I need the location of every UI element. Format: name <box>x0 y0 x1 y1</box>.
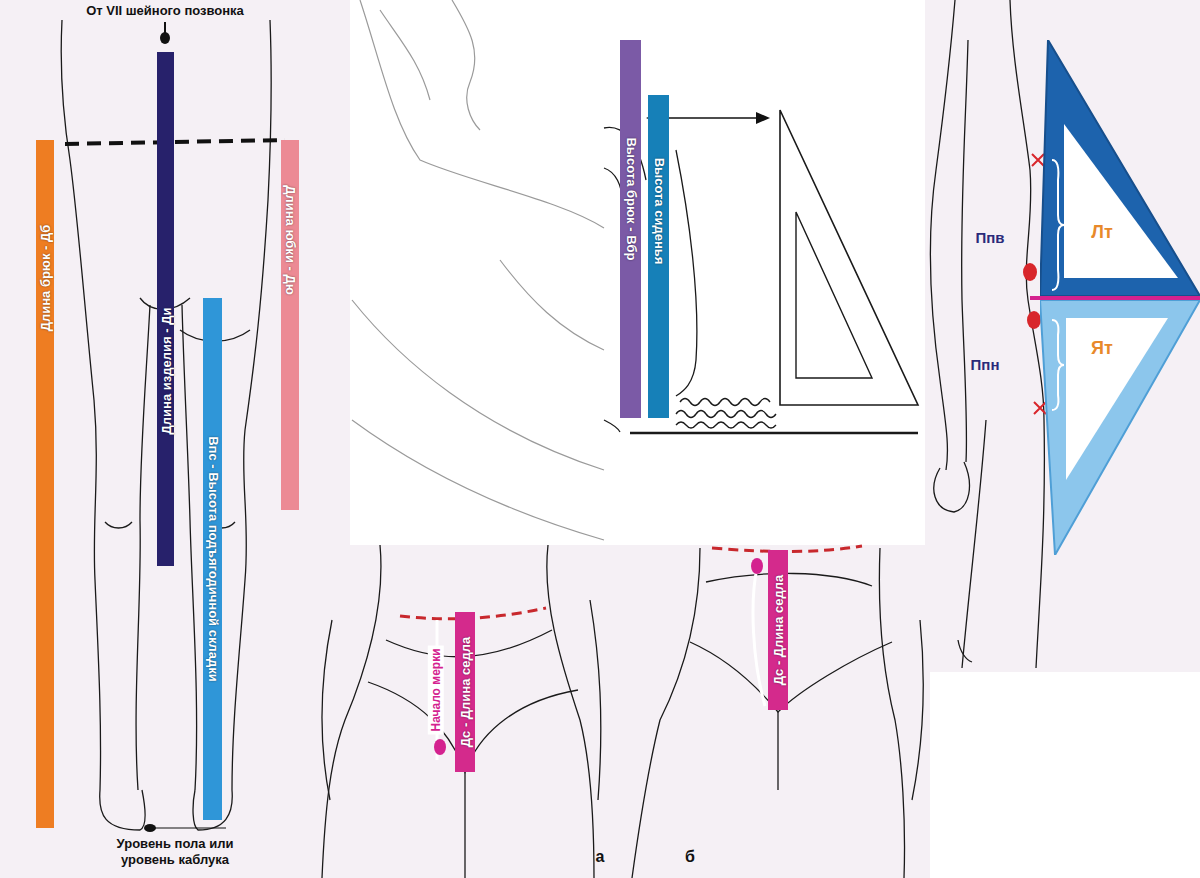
ruler-triangle: Лт <box>1040 40 1200 296</box>
start-marker <box>434 739 446 755</box>
triangle-outer <box>1040 40 1200 296</box>
triangle-hole <box>1066 318 1168 480</box>
measure-band: Высота брюк - Вбр <box>620 40 641 418</box>
band-label: Длина брюк - Дб <box>39 224 52 331</box>
measure-band: Длина юбки - Дю <box>281 140 299 510</box>
body-outline <box>604 420 620 432</box>
hand-outline <box>934 462 970 512</box>
sketch-line <box>452 0 480 130</box>
body-outline <box>632 548 700 878</box>
measure-line <box>753 568 765 706</box>
sketch-line <box>352 420 604 540</box>
hand-marker <box>1027 311 1041 329</box>
arrow-head <box>756 112 770 124</box>
leg-outline <box>136 305 150 790</box>
start-note: От VII шейного позвонка <box>86 3 244 19</box>
leg-outline <box>182 305 197 790</box>
sketch-line <box>380 10 430 100</box>
seat-hatch <box>676 422 776 428</box>
pin-head <box>160 32 170 44</box>
point-name: Ппн <box>971 356 1000 374</box>
brace <box>1052 320 1064 410</box>
body-outline <box>547 545 594 878</box>
triangle-outer <box>1040 300 1200 555</box>
brace <box>1052 160 1064 290</box>
body-outline <box>322 545 381 878</box>
leg-outline <box>962 420 986 668</box>
panel-letter: б <box>685 847 695 866</box>
gluteal-cleft <box>777 712 778 790</box>
triangle-shape <box>1040 40 1200 296</box>
point-name: Ппв <box>975 229 1004 247</box>
band-label: Длина юбки - Дю <box>284 185 297 295</box>
body-outline <box>1010 0 1044 668</box>
measure-band: Длина изделия - Ди <box>157 52 174 566</box>
triangle-ruler <box>780 110 918 405</box>
arm-outline <box>930 0 955 470</box>
side-figure <box>930 0 1044 668</box>
hand-marker <box>1023 263 1037 281</box>
triangle-label: Ят <box>1091 339 1113 357</box>
seat-hatch <box>676 411 776 418</box>
measure-band: Дс - Длина седла <box>455 612 475 772</box>
back-figure <box>632 548 923 878</box>
measure-band: Высота сиденья <box>648 95 669 418</box>
floor-marker <box>144 824 156 832</box>
knee-mark <box>105 522 132 528</box>
right-panel <box>925 0 1200 672</box>
start-marker <box>751 558 763 574</box>
measure-band: Впс - Высота подъягодичной складки <box>203 298 222 820</box>
knee-mark <box>958 640 972 662</box>
arm-outline <box>962 40 968 462</box>
bottom-panel <box>305 545 930 878</box>
left-panel <box>0 0 350 878</box>
ruler-triangle: Ят <box>1040 300 1200 555</box>
sketch-line <box>500 260 604 350</box>
arm-outline <box>912 620 923 800</box>
waist-line <box>65 140 285 144</box>
floor-line <box>150 827 226 828</box>
x-mark <box>1034 402 1046 414</box>
triangle-ruler-hole <box>796 212 872 378</box>
measure-band: Длина брюк - Дб <box>36 140 54 828</box>
underwear-line <box>690 642 892 712</box>
arm-outline <box>322 620 332 800</box>
triangle-label: Лт <box>1091 223 1112 241</box>
arm-outline <box>590 600 601 800</box>
floor-note: Уровень пола или уровень каблука <box>100 836 250 867</box>
x-mark <box>1032 154 1044 166</box>
band-label: Впс - Высота подъягодичной складки <box>206 436 219 682</box>
sketch-line <box>360 0 604 228</box>
band-label: Высота сиденья <box>652 158 665 265</box>
triangle-hole <box>1064 124 1178 278</box>
sketch-figure <box>352 0 604 540</box>
underwear-line <box>706 573 872 586</box>
seat-hatch <box>680 399 770 406</box>
band-label: Высота брюк - Вбр <box>624 137 637 260</box>
start-note: Начало мерки <box>428 645 444 734</box>
body-outline <box>676 150 697 396</box>
back-figure <box>322 545 601 878</box>
distance-arrow <box>656 117 760 119</box>
triangle-shape <box>1040 300 1200 555</box>
measure-band: Дс - Длина седла <box>768 550 788 710</box>
sketch-line <box>352 300 604 470</box>
band-label: Дс - Длина седла <box>459 637 472 747</box>
body-outline <box>879 548 904 878</box>
band-label: Длина изделия - Ди <box>159 307 172 434</box>
top-panel <box>350 0 925 545</box>
panel-letter: а <box>596 847 605 866</box>
band-label: Дс - Длина седла <box>772 575 785 685</box>
gluteal-cleft <box>464 772 465 878</box>
seat-line <box>630 432 918 434</box>
